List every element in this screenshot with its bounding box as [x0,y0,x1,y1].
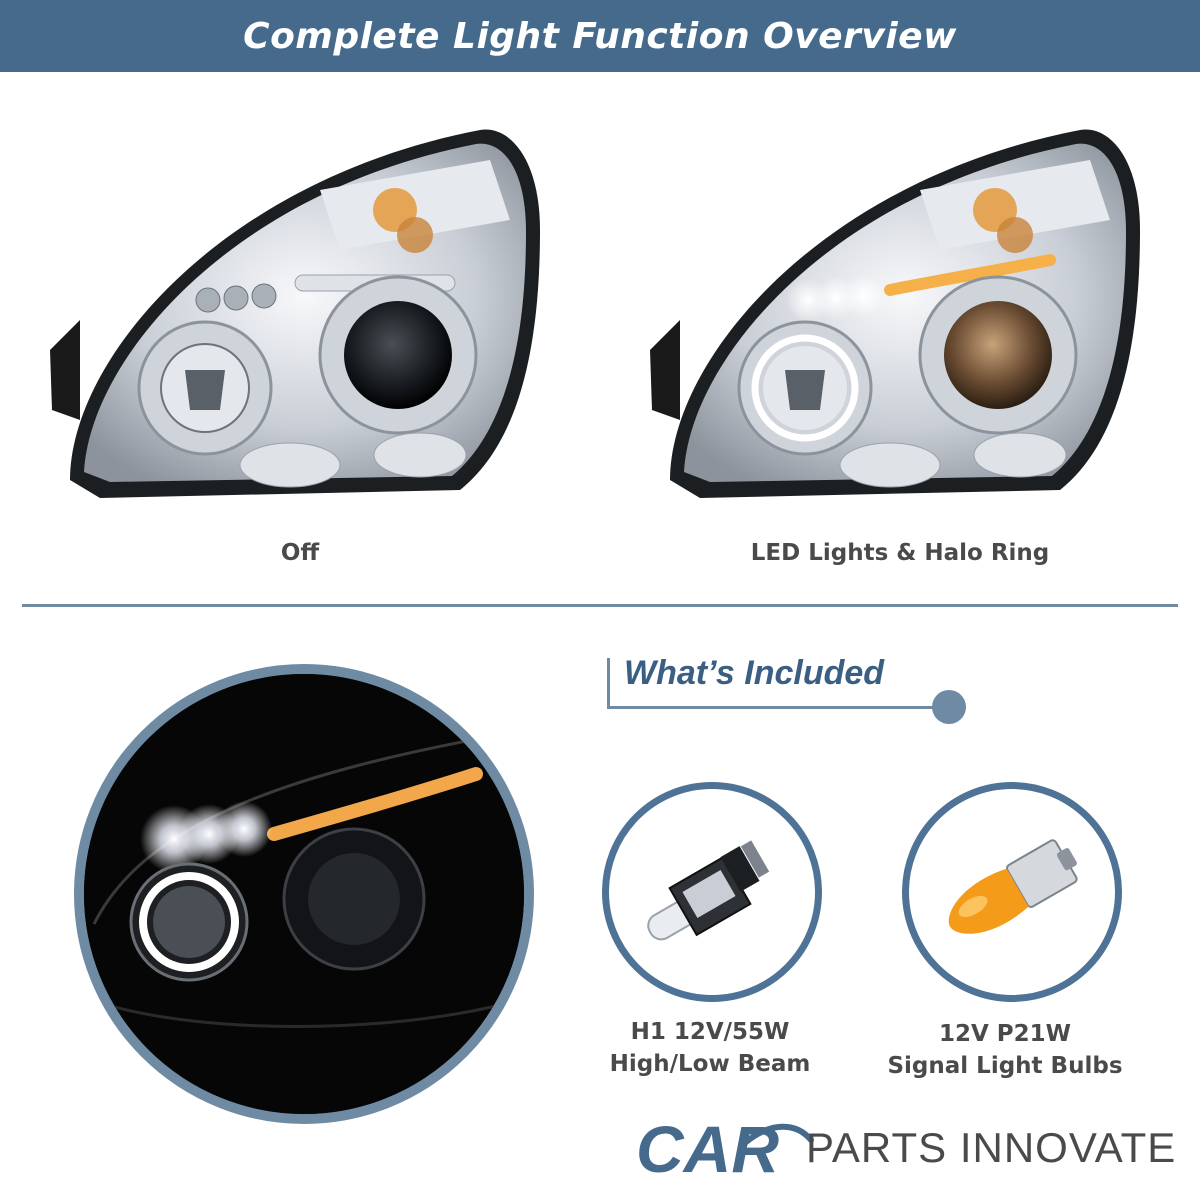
section-divider [22,604,1178,607]
caption-led-halo: LED Lights & Halo Ring [750,540,1050,566]
caption-off: Off [280,540,320,566]
h1-bulb-image [602,782,822,1002]
banner-title: Complete Light Function Overview [243,15,957,57]
p21w-bulb-label: 12V P21W Signal Light Bulbs [870,1018,1140,1082]
heading-bracket-dot [932,690,966,724]
h1-bulb-label: H1 12V/55W High/Low Beam [580,1016,840,1080]
car-parts-innovate-logo: CAR [636,1112,814,1184]
night-headlight-image [74,664,534,1124]
logo-mark-text: CAR [636,1112,779,1184]
headlight-off-image [50,129,540,498]
heading-bracket-horizontal [607,706,937,709]
h1-halogen-bulb-icon [647,840,770,941]
p21w-bulb-use: Signal Light Bulbs [887,1053,1123,1079]
logo-brand-name: PARTS INNOVATE [806,1124,1177,1171]
h1-bulb-use: High/Low Beam [609,1051,811,1077]
whats-included-heading: What’s Included [624,654,885,692]
heading-bracket-vertical [607,658,610,708]
headlight-on-image [650,129,1140,498]
h1-bulb-spec: H1 12V/55W [630,1019,790,1045]
amber-signal-bulb-icon [948,839,1078,934]
night-headlight-icon [84,674,524,1114]
p21w-bulb-image [902,782,1122,1002]
p21w-bulb-spec: 12V P21W [938,1021,1072,1047]
title-banner: Complete Light Function Overview [0,0,1200,72]
